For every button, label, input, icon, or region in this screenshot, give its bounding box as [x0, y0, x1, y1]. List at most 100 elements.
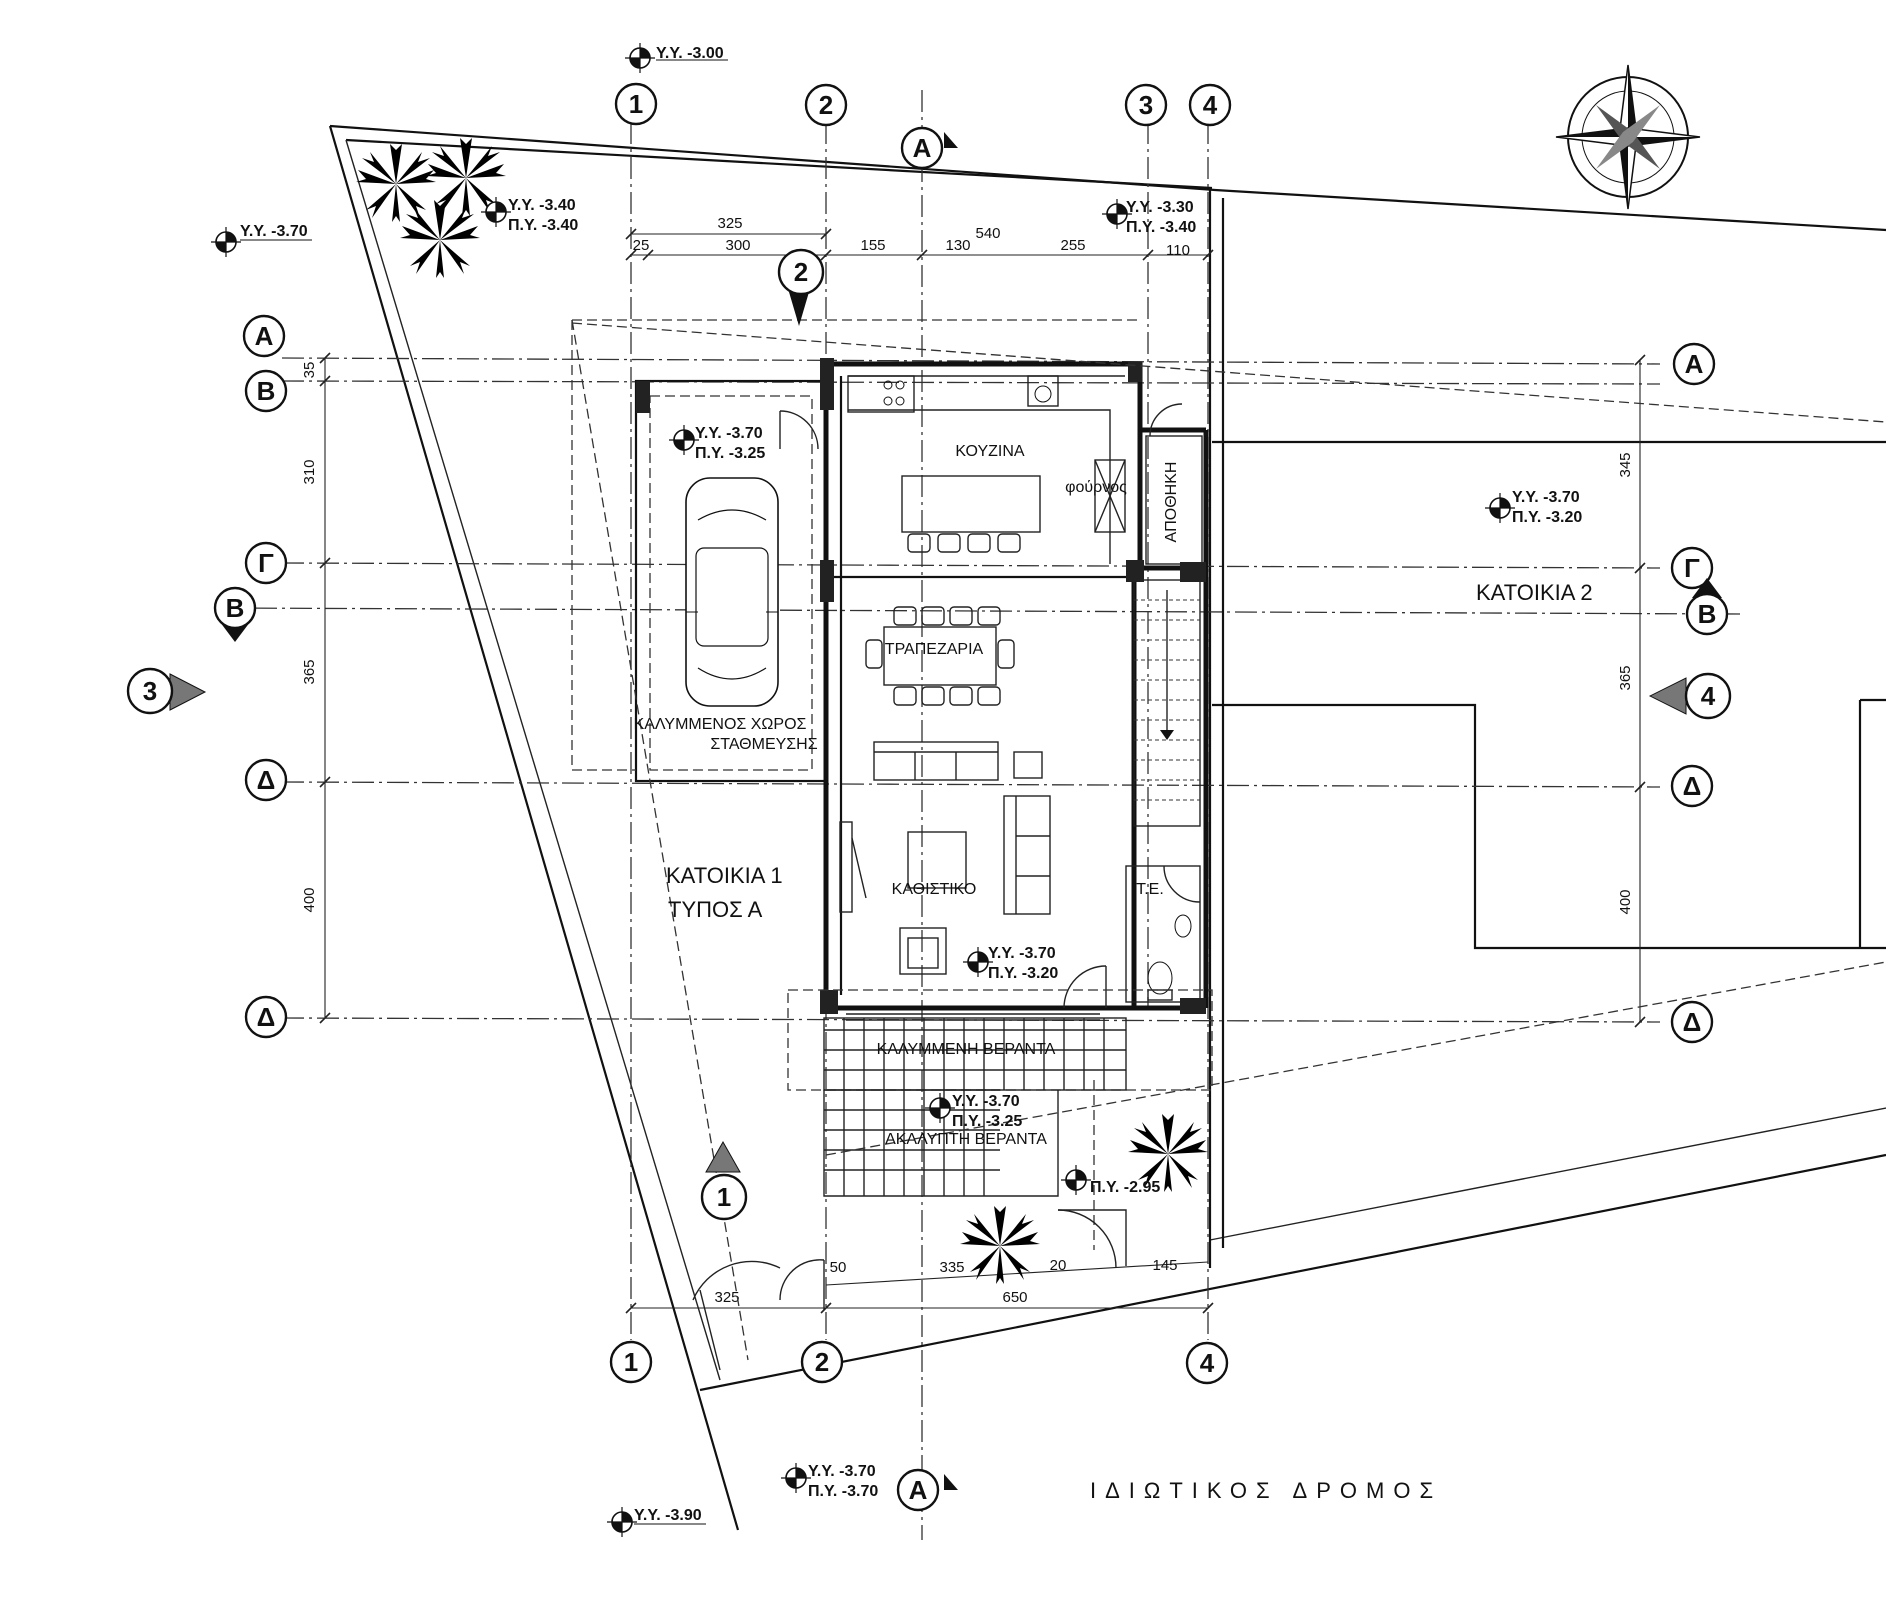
grid-bubble-d2-left: Δ: [244, 995, 288, 1039]
level-marker: Υ.Υ. -3.70 Π.Υ. -3.20: [1484, 489, 1582, 526]
level-py325b: Π.Υ. -3.25: [952, 1113, 1022, 1130]
level-yy390: Υ.Υ. -3.90: [634, 1507, 702, 1524]
level-py295: Π.Υ. -2.95: [1090, 1179, 1160, 1196]
dim-bot-650: 650: [1002, 1289, 1027, 1306]
grid-axes: [219, 90, 1741, 1540]
dim-top-110: 110: [1166, 242, 1190, 259]
svg-text:4: 4: [1200, 1348, 1215, 1378]
level-marker: Υ.Υ. -3.70: [210, 223, 312, 258]
verandas: [571, 319, 1886, 1371]
covered-parking: [571, 319, 1140, 783]
level-yy330: Υ.Υ. -3.30: [1126, 199, 1194, 216]
level-py340b: Π.Υ. -3.40: [1126, 219, 1196, 236]
section-marker-a-bottom: A: [896, 1468, 958, 1512]
level-py325a: Π.Υ. -3.25: [695, 445, 765, 462]
section-marker-b-right: B: [1685, 578, 1729, 636]
svg-text:Γ: Γ: [258, 548, 274, 578]
dim-top-130: 130: [945, 237, 970, 254]
level-marker: Υ.Υ. -3.70 Π.Υ. -3.25: [924, 1092, 1022, 1130]
svg-text:1: 1: [629, 89, 643, 119]
svg-text:Α: Α: [1685, 349, 1704, 379]
grid-bubble-g-right: Γ: [1670, 546, 1714, 590]
level-yy340: Υ.Υ. -3.40: [508, 197, 576, 214]
svg-text:1: 1: [624, 1347, 638, 1377]
view-marker-2: 2: [777, 248, 825, 326]
house-2-label: ΚΑΤΟΙΚΙΑ 2: [1476, 580, 1593, 605]
staircase: [1133, 579, 1201, 827]
level-py370: Π.Υ. -3.70: [808, 1483, 878, 1500]
dim-left-35: 35: [301, 362, 318, 379]
plot-boundary: [328, 124, 1886, 1531]
grid-bubble-2-bottom: 2: [800, 1340, 844, 1384]
svg-text:Α: Α: [255, 321, 274, 351]
house-1-type-label: ΤΥΠΟΣ Α: [668, 897, 763, 922]
level-marker: Υ.Υ. -3.70 Π.Υ. -3.70: [780, 1462, 878, 1500]
svg-text:B: B: [226, 593, 245, 623]
dim-bot-50: 50: [830, 1259, 847, 1276]
level-yy300: Υ.Υ. -3.00: [656, 45, 724, 62]
dim-right-365: 365: [1617, 665, 1634, 690]
dim-bot-145: 145: [1152, 1257, 1177, 1274]
level-marker: Υ.Υ. -3.90: [606, 1506, 706, 1538]
level-marker: Υ.Υ. -3.00: [624, 42, 728, 74]
dim-top-25: 25: [633, 237, 650, 254]
grid-bubble-3-top: 3: [1124, 83, 1168, 127]
dim-bot-335: 335: [939, 1259, 964, 1276]
grid-bubble-b-left: Β: [244, 369, 288, 413]
view-marker-4: 4: [1648, 672, 1732, 720]
dim-left-365: 365: [301, 659, 318, 684]
dim-right-345: 345: [1617, 452, 1634, 477]
house-1-walls: [820, 358, 1209, 1021]
level-py320b: Π.Υ. -3.20: [988, 965, 1058, 982]
view-marker-3: 3: [126, 667, 207, 715]
level-marker: Π.Υ. -2.95: [1060, 1164, 1160, 1196]
level-yy370e: Υ.Υ. -3.70: [952, 1093, 1020, 1110]
room-label-covered-veranda: ΚΑΛΥΜΜΕΝΗ ΒΕΡΑΝΤΑ: [877, 1041, 1056, 1058]
svg-text:4: 4: [1203, 90, 1218, 120]
svg-text:Γ: Γ: [1684, 553, 1700, 583]
car-icon: [685, 477, 779, 707]
house-2-outline: [1212, 440, 1886, 950]
svg-text:A: A: [913, 133, 932, 163]
room-label-storage: ΑΠΟΘΗΚΗ: [1163, 462, 1180, 543]
room-label-dining: ΤΡΑΠΕΖΑΡΙΑ: [885, 641, 984, 658]
svg-text:3: 3: [1139, 90, 1153, 120]
grid-bubble-1-top: 1: [614, 82, 658, 126]
grid-bubble-1-bottom: 1: [609, 1340, 653, 1384]
dim-left-310: 310: [301, 459, 318, 484]
dim-left-400: 400: [301, 887, 318, 912]
level-py320a: Π.Υ. -3.20: [1512, 509, 1582, 526]
svg-text:2: 2: [819, 90, 833, 120]
grid-bubble-2-top: 2: [804, 83, 848, 127]
level-py340a: Π.Υ. -3.40: [508, 217, 578, 234]
grid-bubble-d2-right: Δ: [1670, 1000, 1714, 1044]
palm-tree-icon: [356, 144, 436, 222]
grid-bubble-4-top: 4: [1188, 83, 1232, 127]
level-marker: Υ.Υ. -3.30 Π.Υ. -3.40: [1101, 198, 1196, 236]
level-marker: Υ.Υ. -3.40 Π.Υ. -3.40: [480, 196, 578, 234]
grid-bubble-a-left: Α: [242, 314, 286, 358]
north-arrow-icon: [1555, 64, 1701, 210]
svg-text:3: 3: [143, 676, 157, 706]
room-label-parking-1: ΚΑΛΥΜΜΕΝΟΣ ΧΩΡΟΣ: [634, 716, 807, 733]
dimension-lines: 325 25 300 155 130 540 255 110 35 310 36…: [301, 215, 1646, 1314]
room-label-wc: Τ.Ε.: [1136, 881, 1164, 898]
level-marker: Υ.Υ. -3.70 Π.Υ. -3.20: [962, 945, 1058, 982]
grid-bubble-a-right: Α: [1672, 342, 1716, 386]
room-label-parking-2: ΣΤΑΘΜΕΥΣΗΣ: [710, 736, 817, 753]
svg-text:B: B: [1698, 599, 1717, 629]
svg-text:2: 2: [794, 257, 808, 287]
section-marker-a-top: A: [900, 126, 958, 170]
grid-bubble-g-left: Γ: [244, 541, 288, 585]
grid-bubble-4-bottom: 4: [1185, 1341, 1229, 1385]
grid-bubble-d-left: Δ: [244, 758, 288, 802]
svg-text:Β: Β: [257, 376, 276, 406]
svg-text:A: A: [909, 1475, 928, 1505]
svg-text:Δ: Δ: [257, 765, 276, 795]
dim-bot-325: 325: [714, 1289, 739, 1306]
dim-top-540: 540: [975, 225, 1000, 242]
room-label-living: ΚΑΘΙΣΤΙΚΟ: [892, 881, 977, 898]
dim-top-155: 155: [860, 237, 885, 254]
svg-text:Δ: Δ: [257, 1002, 276, 1032]
grid-bubble-d-right: Δ: [1670, 764, 1714, 808]
